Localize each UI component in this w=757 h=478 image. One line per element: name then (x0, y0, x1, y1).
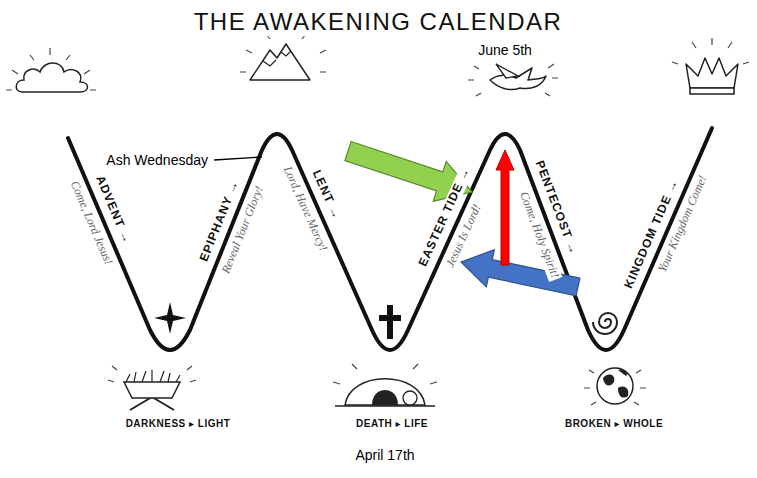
mountain-icon (250, 44, 310, 80)
theme-label: BROKEN ▸ WHOLE (563, 418, 665, 430)
manger-icon (124, 382, 180, 398)
theme-label: DARKNESS ▸ LIGHT (124, 418, 233, 430)
wave-line (68, 128, 712, 350)
date-label: June 5th (476, 42, 534, 58)
spiral-icon (593, 313, 617, 334)
dove-wing (496, 64, 518, 78)
globe-icon (597, 368, 633, 404)
icon-rays (468, 64, 558, 96)
title: THE AWAKENING CALENDAR (192, 8, 565, 36)
crown-band (690, 88, 734, 94)
cloud-icon (16, 63, 87, 92)
cross-icon (379, 305, 401, 339)
dove-icon (490, 68, 546, 90)
tomb-stone (403, 391, 417, 405)
leader-line (214, 157, 262, 160)
mountain-snow (263, 51, 291, 66)
icon-rays (333, 364, 437, 384)
ground-line (335, 405, 435, 406)
tomb-door (372, 390, 398, 405)
globe-land (603, 370, 628, 398)
date-label: Ash Wednesday (104, 152, 210, 168)
crown-icon (686, 58, 738, 88)
icon-rays (672, 38, 749, 64)
star-icon (154, 302, 186, 334)
icon-rays (108, 366, 196, 382)
tomb-icon (345, 379, 425, 405)
theme-label: DEATH ▸ LIFE (354, 418, 430, 430)
icon-rays (6, 48, 96, 90)
manger-hay (126, 370, 180, 382)
date-label: April 17th (353, 447, 416, 463)
blue-arrow (461, 250, 580, 296)
red-arrow (496, 150, 514, 265)
icon-rays (584, 370, 646, 405)
